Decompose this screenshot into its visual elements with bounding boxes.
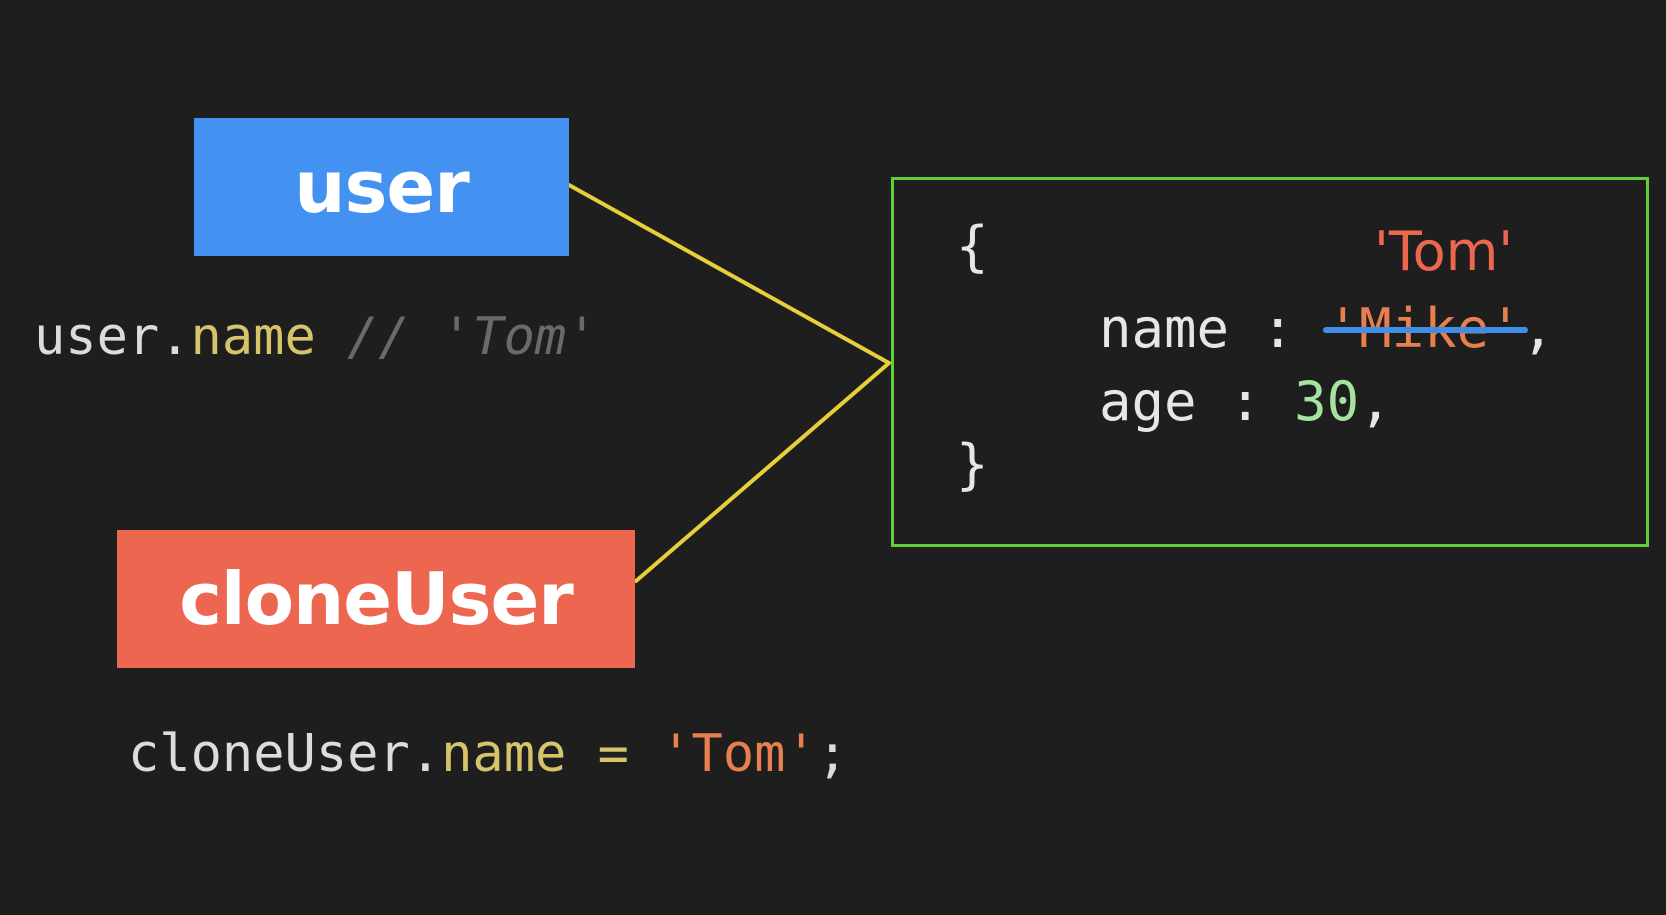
- clone-connector-line: [634, 361, 891, 583]
- code-object: user: [34, 307, 160, 367]
- code-property: name: [190, 307, 316, 367]
- age-comma: ,: [1359, 370, 1392, 433]
- code-operator: =: [566, 724, 661, 784]
- clone-user-assign-code: cloneUser.name = 'Tom';: [128, 728, 848, 780]
- new-name-value: 'Tom': [1374, 220, 1514, 283]
- name-key: name :: [1099, 297, 1327, 360]
- code-string: 'Tom': [660, 724, 817, 784]
- user-variable-box: user: [194, 118, 569, 256]
- code-object: cloneUser: [128, 724, 410, 784]
- code-dot: .: [159, 307, 191, 367]
- user-name-read-code: user.name // 'Tom': [34, 311, 598, 363]
- code-property: name: [441, 724, 567, 784]
- old-name-value-struck: 'Mike': [1322, 302, 1528, 356]
- clone-user-variable-box: cloneUser: [117, 530, 635, 668]
- code-comment: // 'Tom': [315, 307, 598, 367]
- user-connector-line: [567, 183, 891, 365]
- code-semicolon: ;: [816, 724, 849, 784]
- user-variable-label: user: [294, 145, 469, 229]
- age-value: 30: [1294, 370, 1360, 433]
- strike-through-mark: [1322, 327, 1528, 333]
- object-close-brace: }: [956, 433, 989, 496]
- code-dot: .: [409, 724, 442, 784]
- age-property-line: age : 30,: [1099, 375, 1392, 429]
- age-key: age :: [1099, 370, 1295, 433]
- name-property-line: name : 'Mike',: [1099, 302, 1554, 356]
- clone-user-variable-label: cloneUser: [179, 557, 574, 641]
- object-open-brace: {: [956, 215, 989, 278]
- shared-object-box: { 'Tom' name : 'Mike', age : 30, }: [891, 177, 1649, 547]
